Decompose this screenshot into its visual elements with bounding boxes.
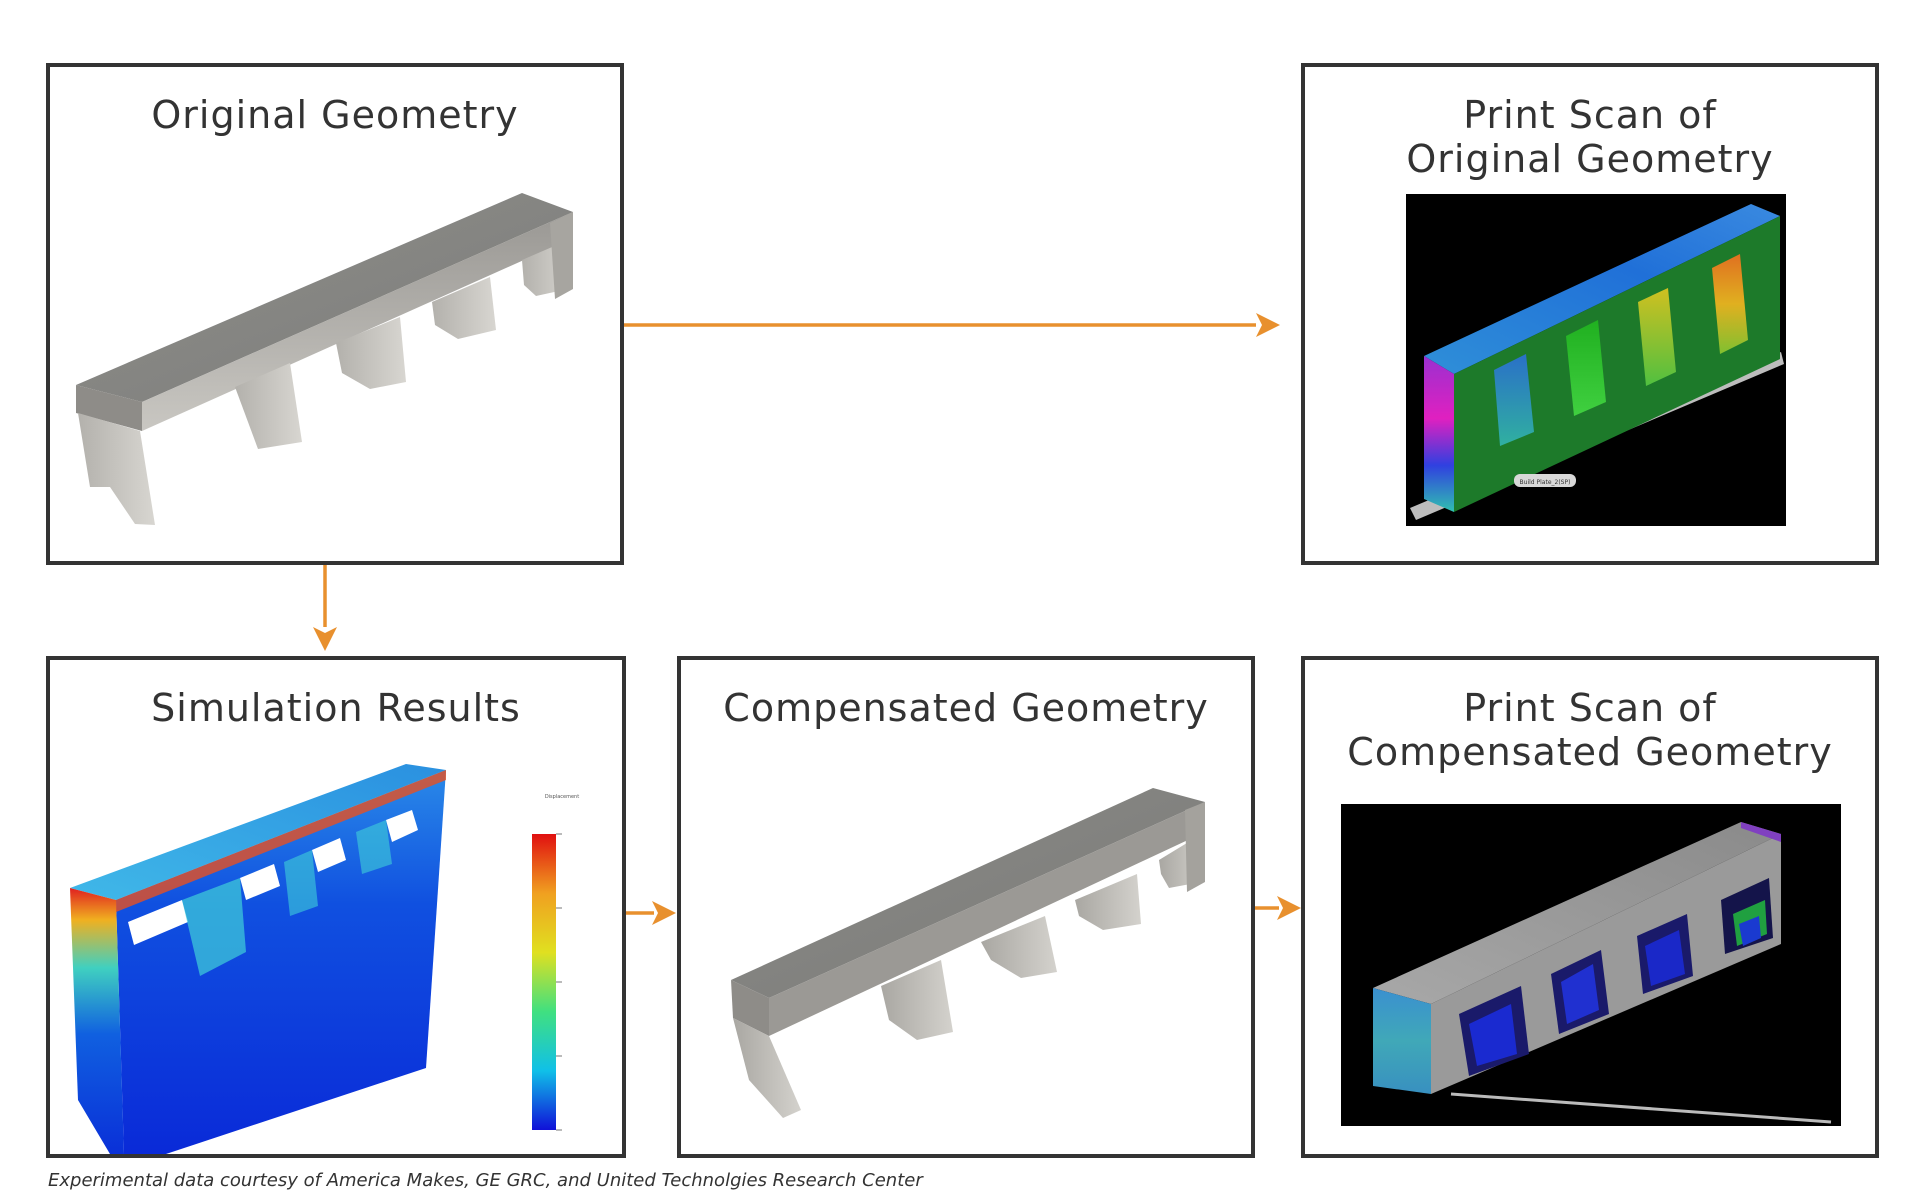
- comp-leg-4: [1075, 874, 1141, 930]
- sim-arch-4: [386, 810, 418, 842]
- beam-leg-3: [336, 317, 406, 389]
- panel-title-print-scan-original: Print Scan of Original Geometry: [1305, 93, 1875, 181]
- beam-leg-4: [432, 277, 496, 339]
- scan-comp-cavity-1-blue: [1469, 1004, 1517, 1066]
- title-line-2: Original Geometry: [1406, 137, 1774, 181]
- sim-column-2: [284, 850, 318, 916]
- print-scan-compensated-render: [1341, 804, 1841, 1126]
- figure-caption: Experimental data courtesy of America Ma…: [48, 1170, 923, 1191]
- panel-original-geometry: Original Geometry: [46, 63, 624, 565]
- panel-title-print-scan-compensated: Print Scan of Compensated Geometry: [1305, 686, 1875, 774]
- arrow-compensated-to-scan: [1255, 896, 1301, 920]
- comp-side-face: [769, 802, 1205, 1036]
- sim-hot-stripe: [116, 770, 446, 912]
- sim-arch-3: [312, 838, 346, 872]
- scan-arch-1: [1494, 354, 1534, 446]
- comp-end-face: [1185, 802, 1205, 892]
- panel-print-scan-compensated: Print Scan of Compensated Geometry: [1301, 656, 1879, 1158]
- sim-arch-2: [240, 864, 280, 900]
- comp-top-face: [731, 788, 1205, 998]
- beam-front-face: [76, 385, 142, 431]
- scan-comp-cavity-4-blue: [1739, 916, 1761, 946]
- title-line-2: Compensated Geometry: [1347, 730, 1833, 774]
- build-plate-line: [1450, 1092, 1832, 1124]
- scan-label-box: [1514, 474, 1576, 487]
- arrow-original-to-simulation: [313, 565, 337, 651]
- comp-leg-2: [881, 960, 953, 1040]
- beam-side-face: [142, 212, 573, 431]
- comp-leg-3: [981, 916, 1057, 978]
- sim-column-1: [182, 878, 246, 976]
- print-scan-original-render: Build Plate_2(SP): [1406, 194, 1786, 526]
- title-line-1: Print Scan of: [1463, 93, 1717, 137]
- scan-comp-cavity-3-blue: [1645, 930, 1685, 986]
- sim-top-face: [70, 764, 446, 900]
- scan-comp-end-tip: [1741, 822, 1781, 842]
- beam-top-face: [76, 193, 573, 402]
- compensated-geometry-render: [731, 788, 1205, 1118]
- scan-arch-4: [1712, 254, 1748, 354]
- panel-title-original-geometry: Original Geometry: [50, 93, 620, 137]
- legend-title: Displacement: [545, 794, 579, 800]
- scan-side-face: [1454, 216, 1780, 512]
- beam-end-face: [550, 212, 573, 299]
- title-text: Compensated Geometry: [723, 686, 1209, 730]
- original-geometry-render: [76, 193, 573, 525]
- arrow-simulation-to-compensated: [626, 901, 676, 925]
- title-text: Simulation Results: [151, 686, 521, 730]
- panel-title-compensated-geometry: Compensated Geometry: [681, 686, 1251, 730]
- panel-print-scan-original: Print Scan of Original Geometry: [1301, 63, 1879, 565]
- scan-label-text: Build Plate_2(SP): [1520, 479, 1571, 486]
- scan-arch-2: [1566, 320, 1606, 416]
- beam-leg-1: [78, 413, 155, 525]
- title-line-1: Print Scan of: [1463, 686, 1717, 730]
- scan-comp-top-face: [1373, 822, 1781, 1004]
- scan-top-face: [1424, 204, 1780, 374]
- panel-simulation-results: Simulation Results: [46, 656, 626, 1158]
- comp-leg-1: [733, 1018, 801, 1118]
- title-text: Original Geometry: [151, 93, 519, 137]
- scan-comp-end-face: [1373, 988, 1431, 1094]
- legend-color-bar: [532, 834, 556, 1130]
- arrow-original-to-scan: [624, 313, 1280, 337]
- simulation-results-render: Displacement: [70, 764, 579, 1154]
- beam-leg-2: [235, 363, 302, 449]
- sim-end-face: [70, 888, 124, 1154]
- scan-end-face: [1424, 356, 1454, 512]
- sim-arch-1: [128, 900, 188, 945]
- scan-arch-3: [1638, 288, 1676, 386]
- panel-title-simulation-results: Simulation Results: [50, 686, 622, 730]
- scan-comp-cavity-2-blue: [1561, 964, 1599, 1024]
- sim-column-3: [356, 820, 392, 874]
- panel-compensated-geometry: Compensated Geometry: [677, 656, 1255, 1158]
- comp-front-face: [731, 980, 769, 1036]
